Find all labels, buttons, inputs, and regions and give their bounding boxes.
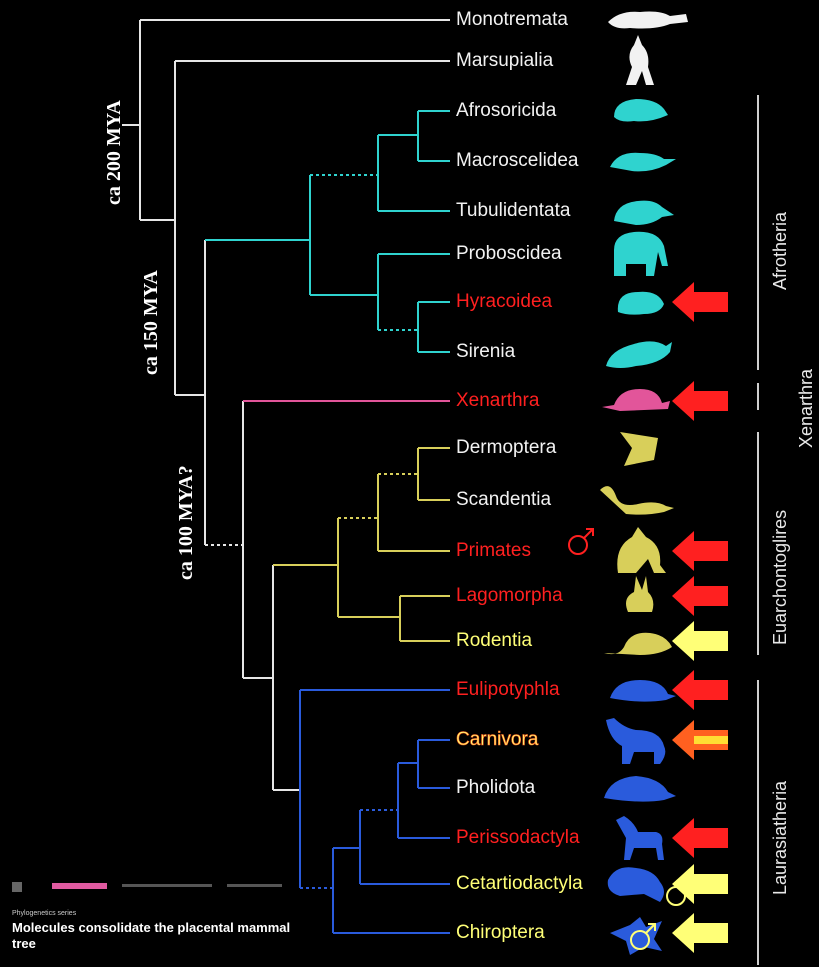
primate-icon — [617, 527, 666, 573]
hyrax-icon — [618, 292, 664, 315]
cat-icon — [606, 718, 665, 764]
armadillo-icon — [602, 389, 670, 411]
paper-series: Phylogenetics series — [12, 910, 76, 917]
era-label-200: ca 200 MYA — [103, 100, 126, 205]
taxon-label-monotremata: Monotremata — [456, 9, 568, 31]
aardvark-icon — [614, 201, 674, 225]
tenrec-icon — [614, 99, 668, 122]
arrow-rodentia — [672, 621, 728, 661]
arrow-lagomorpha — [672, 576, 728, 616]
era-label-100: ca 100 MYA? — [175, 465, 198, 580]
arrow-chiroptera — [672, 913, 728, 953]
taxon-label-carnivora: Carnivora — [456, 729, 538, 751]
clade-euarchontoglires: Euarchontoglires — [770, 510, 791, 645]
pangolin-icon — [604, 776, 676, 802]
taxon-label-scandentia: Scandentia — [456, 489, 551, 511]
arrow-carnivora-stripe — [694, 736, 728, 744]
kangaroo-icon — [626, 35, 654, 85]
whale-icon — [608, 867, 664, 902]
horse-icon — [616, 816, 664, 860]
journal-header-strip — [12, 880, 292, 894]
hedgehog-icon — [610, 680, 676, 702]
taxon-label-macroscelidea: Macroscelidea — [456, 150, 579, 172]
clade-xenarthra: Xenarthra — [796, 369, 817, 448]
taxon-label-tubulidentata: Tubulidentata — [456, 200, 570, 222]
rabbit-icon — [626, 576, 653, 612]
elephant-shrew-icon — [610, 153, 676, 172]
taxon-label-proboscidea: Proboscidea — [456, 243, 562, 265]
taxon-label-hyracoidea: Hyracoidea — [456, 291, 552, 313]
arrow-hyracoidea — [672, 282, 728, 322]
taxon-label-rodentia: Rodentia — [456, 630, 532, 652]
taxon-label-primates: Primates — [456, 540, 531, 562]
elephant-icon — [614, 232, 668, 276]
taxon-label-pholidota: Pholidota — [456, 777, 535, 799]
arrow-perissodactyla — [672, 818, 728, 858]
bat-icon — [610, 917, 662, 955]
arrow-primates — [672, 531, 728, 571]
arrow-eulipotyphla — [672, 670, 728, 710]
platypus-icon — [608, 12, 688, 29]
clade-afrotheria: Afrotheria — [770, 212, 791, 290]
taxon-label-dermoptera: Dermoptera — [456, 437, 556, 459]
clade-laurasiatheria: Laurasiatheria — [770, 781, 791, 895]
colugo-icon — [620, 432, 658, 466]
arrow-xenarthra — [672, 381, 728, 421]
taxon-label-marsupialia: Marsupialia — [456, 50, 553, 72]
taxon-label-chiroptera: Chiroptera — [456, 922, 545, 944]
taxon-label-xenarthra: Xenarthra — [456, 390, 539, 412]
taxon-label-afrosoricida: Afrosoricida — [456, 100, 556, 122]
taxon-label-eulipotyphla: Eulipotyphla — [456, 679, 560, 701]
arrow-cetartiodactyla — [672, 864, 728, 904]
taxon-label-sirenia: Sirenia — [456, 341, 515, 363]
manatee-icon — [606, 341, 672, 368]
treeshrew-icon — [600, 486, 674, 515]
paper-title: Molecules consolidate the placental mamm… — [12, 920, 292, 952]
taxon-label-lagomorpha: Lagomorpha — [456, 585, 563, 607]
era-label-150: ca 150 MYA — [140, 270, 163, 375]
rodent-icon — [604, 633, 672, 655]
taxon-label-perissodactyla: Perissodactyla — [456, 827, 580, 849]
taxon-label-cetartiodactyla: Cetartiodactyla — [456, 873, 583, 895]
male-symbol-icon — [569, 529, 593, 554]
